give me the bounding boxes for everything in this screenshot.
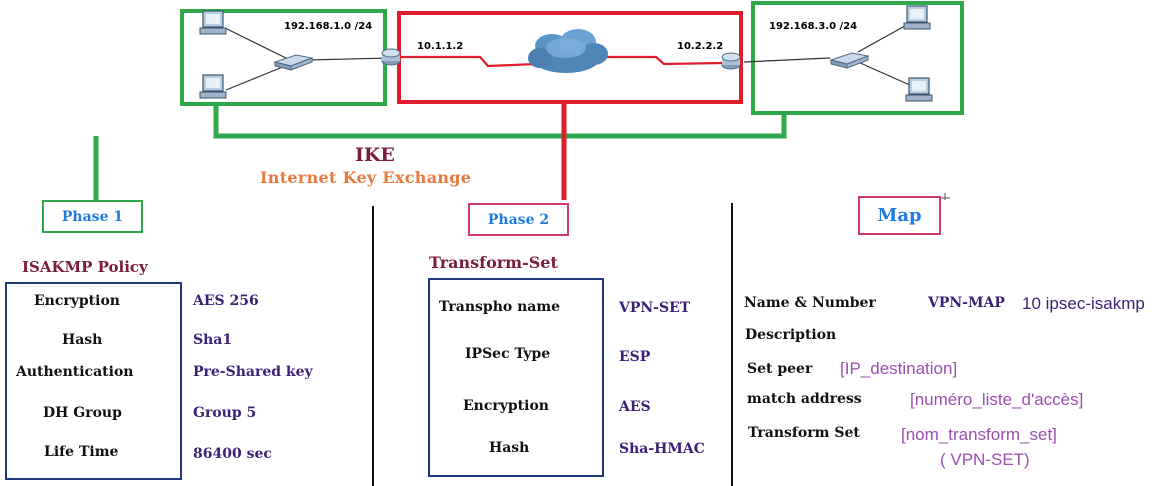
pc-icon-right-bottom (905, 77, 933, 102)
serial-link-left (398, 55, 537, 68)
phase1-row-value: AES 256 (193, 293, 259, 309)
internet-cloud-icon (528, 29, 608, 73)
left-network-label: 192.168.1.0 /24 (284, 21, 373, 32)
isakmp-policy-title: ISAKMP Policy (22, 258, 148, 276)
left-router-ip-label: 10.1.1.2 (417, 41, 464, 52)
map-row-value-secondary: ( VPN-SET) (940, 450, 1030, 469)
phase2-label: Phase 2 (487, 211, 550, 228)
pc-icon-left-top (199, 10, 227, 35)
phase2-row-label: Hash (489, 440, 530, 456)
map-row-label: Description (745, 327, 837, 343)
pc-icon-left-bottom (199, 74, 227, 99)
phase2-row-value: VPN-SET (619, 300, 691, 316)
switch-icon-right (829, 52, 870, 69)
phase2-row-value: ESP (619, 349, 651, 365)
map-label: Map (877, 205, 922, 226)
transform-set-table (428, 278, 604, 477)
phase1-row-value: Group 5 (193, 405, 257, 421)
right-router-ip-label: 10.2.2.2 (677, 41, 724, 52)
right-network-label: 192.168.3.0 /24 (769, 21, 858, 32)
transform-set-title: Transform-Set (429, 253, 558, 272)
router-icon-left (381, 48, 401, 66)
phase2-row-label: Encryption (463, 398, 549, 414)
isakmp-policy-table (5, 282, 182, 480)
network-topology (93, 1, 964, 200)
map-row-value: [nom_transform_set] (901, 425, 1057, 444)
map-row-value: [numéro_liste_d'accès] (910, 390, 1084, 409)
map-row-label: match address (747, 391, 862, 407)
switch-icon-left (273, 54, 314, 71)
ike-subtitle: Internet Key Exchange (260, 168, 472, 187)
phase1-row-label: DH Group (43, 405, 122, 421)
router-icon-right (721, 52, 741, 70)
phase1-row-label: Encryption (34, 293, 120, 309)
phase1-connector (213, 104, 787, 139)
ike-title: IKE (355, 144, 395, 166)
map-label-box: Map (858, 196, 941, 235)
phase1-row-label: Authentication (16, 364, 134, 380)
divider-left (372, 206, 374, 486)
serial-link-right (596, 55, 723, 66)
phase1-row-label: Life Time (44, 444, 119, 460)
phase1-row-value: Pre-Shared key (193, 364, 313, 380)
divider-right (731, 203, 733, 486)
phase2-label-box: Phase 2 (468, 203, 569, 236)
map-row-label: Transform Set (748, 425, 860, 441)
map-row-value: [IP_destination] (840, 359, 958, 378)
map-row-label: Set peer (747, 361, 813, 377)
phase1-row-label: Hash (62, 332, 103, 348)
phase2-row-value: Sha-HMAC (619, 441, 705, 457)
phase1-row-value: 86400 sec (193, 446, 272, 462)
phase2-row-label: IPSec Type (465, 346, 551, 362)
phase2-row-value: AES (619, 399, 651, 415)
pc-icon-right-top (903, 5, 931, 30)
right-lan-box (751, 1, 964, 115)
phase2-row-label: Transpho name (439, 299, 561, 315)
phase1-row-value: Sha1 (193, 332, 233, 348)
map-row-label: Name & Number (744, 295, 876, 311)
phase1-label: Phase 1 (61, 208, 124, 225)
map-row-value-secondary: 10 ipsec-isakmp (1022, 294, 1145, 313)
cursor-crosshair-icon (940, 193, 950, 200)
phase1-label-box: Phase 1 (42, 200, 143, 233)
map-row-value: VPN-MAP (928, 295, 1005, 311)
